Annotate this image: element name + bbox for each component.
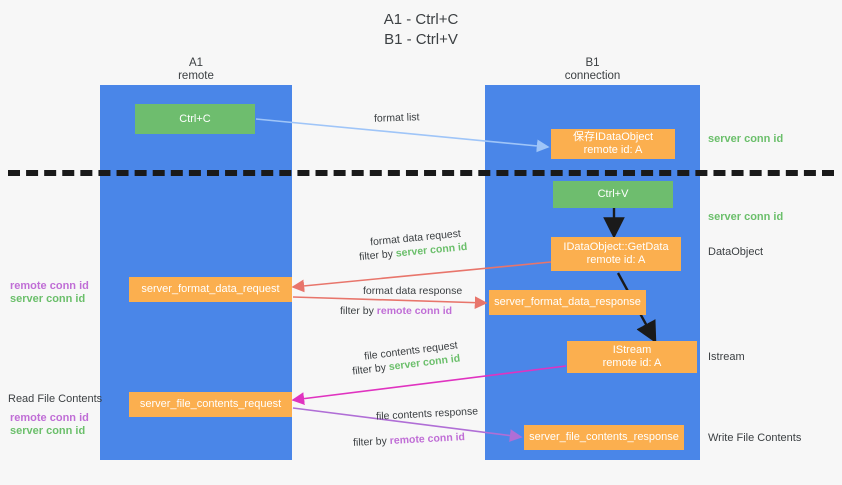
box-server-format-data-request[interactable]: server_format_data_request	[129, 277, 292, 302]
label-server-conn-id-two: server conn id	[10, 425, 86, 437]
lane-b1-sub: connection	[564, 70, 621, 82]
box-getdata-line2: remote id: A	[586, 254, 646, 266]
edge-filter-format-data-request-prefix: filter by	[358, 247, 397, 264]
edge-label-format-list-text: format list	[373, 111, 420, 125]
lane-header-a1: A1 remote	[100, 57, 292, 83]
edge-filter-format-data-response-value: remote conn id	[376, 305, 453, 317]
edge-filter-format-data-response: filter by remote conn id	[340, 304, 452, 319]
box-ctrl-v-line1: Ctrl+V	[597, 188, 629, 200]
box-server-file-contents-request-line1: server_file_contents_request	[139, 398, 282, 410]
label-istream: Istream	[708, 351, 745, 363]
phase-divider	[8, 170, 834, 176]
edge-filter-file-contents-response: filter by remote conn id	[353, 430, 466, 451]
box-ctrl-v[interactable]: Ctrl+V	[553, 181, 673, 208]
edge-label-file-contents-response: file contents response	[376, 404, 479, 424]
edge-label-format-list: format list	[374, 110, 420, 126]
box-getdata[interactable]: IDataObject::GetData remote id: A	[551, 237, 681, 271]
box-server-file-contents-request[interactable]: server_file_contents_request	[129, 392, 292, 417]
lane-b1-name: B1	[585, 57, 600, 69]
edge-label-format-data-response: format data response	[363, 284, 462, 299]
edge-label-file-contents-response-text: file contents response	[375, 405, 479, 423]
page-title: A1 - Ctrl+C B1 - Ctrl+V	[383, 11, 459, 48]
box-server-format-data-request-line1: server_format_data_request	[141, 283, 280, 295]
box-server-format-data-response-line1: server_format_data_response	[494, 296, 641, 308]
label-read-file-contents: Read File Contents	[8, 393, 103, 405]
lane-a1-sub: remote	[178, 70, 214, 82]
label-dataobject: DataObject	[708, 246, 764, 258]
label-server-conn-id-mid: server conn id	[708, 211, 784, 223]
edge-filter-file-contents-request-prefix: filter by	[351, 361, 390, 378]
box-server-format-data-response[interactable]: server_format_data_response	[489, 290, 646, 315]
box-idataobject-save-line2: remote id: A	[583, 144, 643, 156]
box-ctrl-c-line1: Ctrl+C	[179, 112, 211, 125]
lane-a1-name: A1	[188, 57, 204, 69]
label-remote-conn-id-two: remote conn id	[10, 412, 89, 424]
box-getdata-line1: IDataObject::GetData	[563, 241, 669, 253]
label-server-conn-id-one: server conn id	[10, 293, 86, 305]
label-remote-conn-id-one: remote conn id	[10, 280, 89, 292]
lane-header-b1: B1 connection	[485, 57, 700, 83]
edge-filter-format-data-response-prefix: filter by	[340, 305, 377, 317]
box-ctrl-c[interactable]: Ctrl+C	[135, 104, 255, 134]
box-server-file-contents-response[interactable]: server_file_contents_response	[524, 425, 684, 450]
label-write-file-contents: Write File Contents	[708, 432, 802, 444]
edge-filter-file-contents-response-prefix: filter by	[352, 435, 391, 449]
box-idataobject-save-line1: 保存IDataObject	[572, 131, 654, 143]
edge-filter-file-contents-response-value: remote conn id	[389, 431, 466, 447]
box-server-file-contents-response-line1: server_file_contents_response	[529, 431, 679, 443]
box-istream-line2: remote id: A	[602, 357, 662, 369]
label-server-conn-id-top: server conn id	[708, 133, 784, 145]
box-idataobject-save[interactable]: 保存IDataObject remote id: A	[551, 129, 675, 159]
edge-label-format-data-response-text: format data response	[363, 285, 463, 297]
box-istream[interactable]: IStream remote id: A	[567, 341, 697, 373]
box-istream-line1: IStream	[612, 344, 652, 356]
